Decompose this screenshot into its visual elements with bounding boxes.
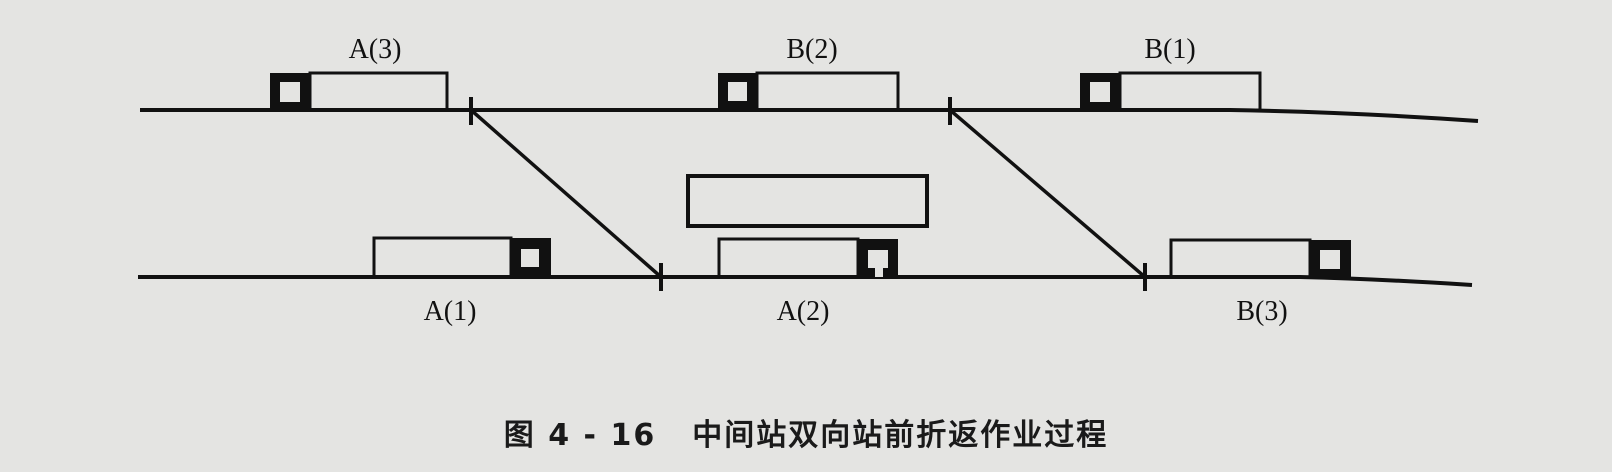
upper-track (140, 108, 1479, 123)
crossover-1 (469, 97, 663, 291)
train-a2 (717, 237, 898, 279)
train-b3 (1169, 238, 1351, 279)
train-a3 (270, 71, 449, 112)
train-a1 (372, 236, 551, 279)
train-b1 (1080, 71, 1262, 112)
train-label-b2: B(2) (786, 34, 838, 65)
platform (686, 174, 929, 228)
train-label-a2: A(2) (776, 296, 830, 327)
train-label-b1: B(1) (1144, 34, 1196, 65)
train-label-a3: A(3) (348, 34, 402, 65)
train-label-b3: B(3) (1236, 296, 1288, 327)
crossover-2 (948, 97, 1147, 291)
train-label-a1: A(1) (423, 296, 477, 327)
train-b2 (718, 71, 900, 112)
figure-number: 图 4 - 16 (503, 418, 657, 453)
figure-caption: 图 4 - 16 中间站双向站前折返作业过程 (0, 410, 1612, 454)
figure-title: 中间站双向站前折返作业过程 (692, 418, 1109, 453)
